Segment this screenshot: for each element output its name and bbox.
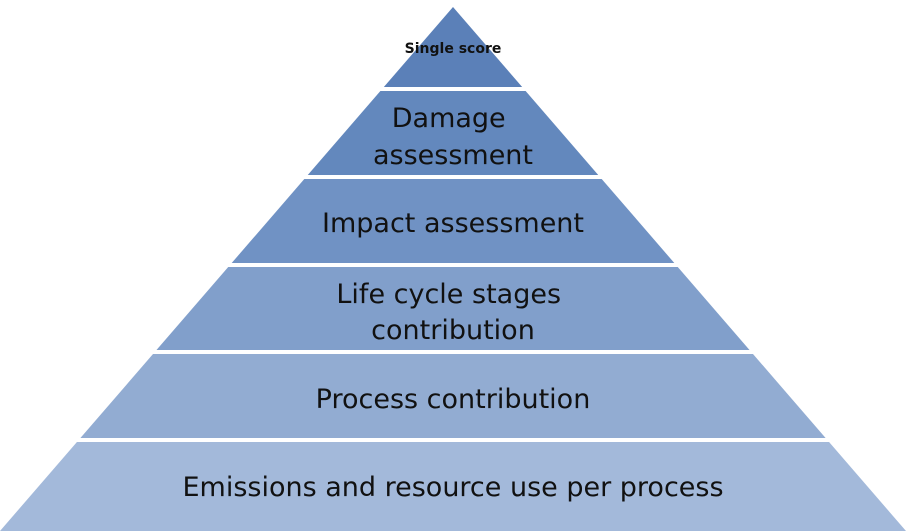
layer-label-damage-assessment: Damage assessment: [373, 103, 533, 171]
pyramid-layer-emissions-resource-use: [0, 442, 906, 531]
pyramid-layer-life-cycle-stages: [156, 267, 750, 350]
pyramid-layer-single-score: [383, 7, 523, 87]
layer-label-single-score: Single score: [405, 41, 502, 57]
pyramid-layer-damage-assessment: [307, 91, 599, 175]
layer-label-life-cycle-stages: Life cycle stages contribution: [336, 279, 569, 346]
pyramid-layer-process-contribution: [80, 354, 826, 438]
pyramid-layer-impact-assessment: [231, 179, 675, 263]
layer-label-impact-assessment: Impact assessment: [322, 208, 584, 239]
layer-label-emissions-resource-use: Emissions and resource use per process: [182, 472, 723, 503]
layer-label-process-contribution: Process contribution: [316, 384, 591, 415]
